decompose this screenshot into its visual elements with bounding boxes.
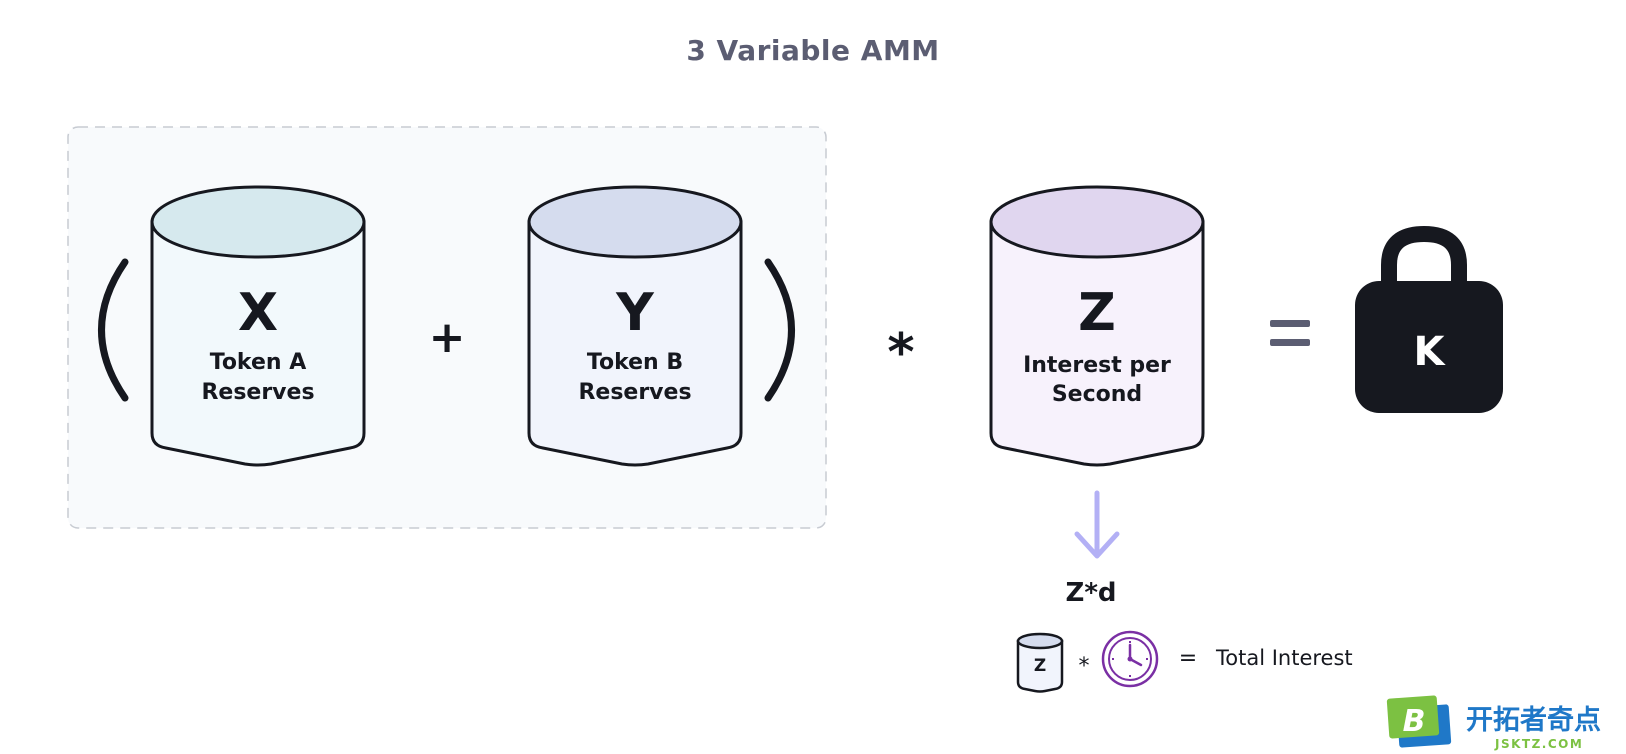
plus-operator: + [429, 312, 466, 363]
reserve-label-line1: Token A [210, 350, 307, 375]
reserve-label-line1: Interest per [1023, 353, 1171, 378]
cylinder-body [989, 220, 1205, 467]
reserve-cylinder-y: Y Token B Reserves [527, 185, 743, 467]
arrow-down-icon [1074, 490, 1120, 559]
mini-cylinder-label: Z [1034, 656, 1046, 676]
close-paren [764, 258, 795, 402]
cylinder-body [150, 220, 366, 467]
reserve-label-line2: Reserves [578, 380, 691, 405]
reserve-letter: Z [1078, 283, 1116, 343]
times-operator: * [887, 323, 914, 383]
cylinder-icon: Z [1016, 632, 1064, 693]
reserve-letter: X [238, 283, 278, 343]
interest-formula: Z*d [1065, 578, 1116, 608]
open-paren [98, 258, 129, 402]
watermark-url: JSKTZ.COM [1494, 737, 1583, 751]
lock-label: K [1414, 329, 1447, 375]
clock-icon [1101, 630, 1159, 688]
reserve-cylinder-z: Z Interest per Second [989, 185, 1205, 467]
equals-icon [1270, 320, 1310, 346]
cylinder-top [989, 185, 1205, 259]
cylinder-top [527, 185, 743, 259]
interest-equals: = [1179, 646, 1197, 671]
reserve-label-line2: Second [1052, 382, 1142, 407]
watermark-logo-letter: B [1403, 704, 1426, 739]
cylinder-top [150, 185, 366, 259]
reserve-label-line2: Reserves [201, 380, 314, 405]
cylinder-body [527, 220, 743, 467]
reserve-label-line1: Token B [587, 350, 683, 375]
diagram-title: 3 Variable AMM [686, 34, 940, 67]
reserve-letter: Y [615, 283, 655, 343]
interest-times: * [1079, 654, 1090, 679]
watermark-text: 开拓者奇点 [1466, 705, 1601, 736]
watermark: B 开拓者奇点 JSKTZ.COM [1386, 695, 1601, 751]
interest-result: Total Interest [1215, 646, 1353, 670]
lock-icon: K [1355, 225, 1503, 413]
reserve-cylinder-x: X Token A Reserves [150, 185, 366, 467]
watermark-logo: B [1386, 695, 1452, 748]
